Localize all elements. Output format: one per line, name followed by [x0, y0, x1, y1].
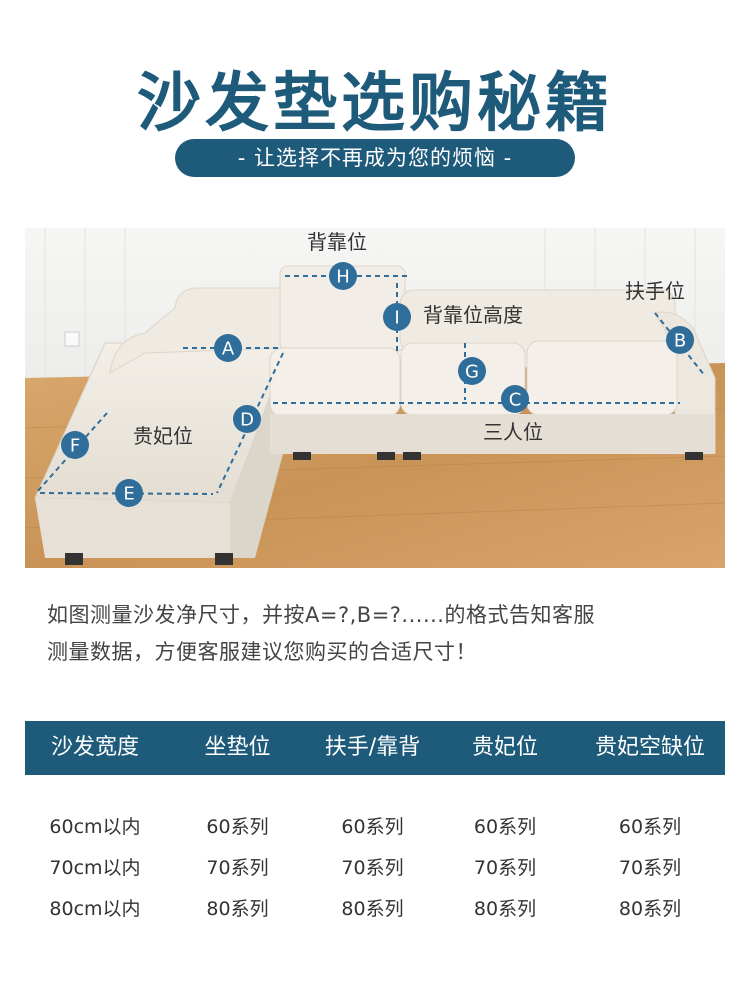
marker-h: H — [329, 262, 357, 290]
subtitle-banner: - 让选择不再成为您的烦恼 - — [175, 139, 575, 177]
table-cell: 60系列 — [473, 816, 537, 838]
chaise-leg — [65, 553, 83, 565]
sofa-leg-2 — [377, 452, 395, 460]
sofa-illustration: H I A B G C D F E 背靠位 扶手位 背靠位高度 贵妃位 三人位 — [25, 228, 725, 568]
table-cell: 80cm以内 — [49, 898, 141, 920]
seat-cushion-1 — [269, 347, 401, 417]
marker-g: G — [458, 357, 486, 385]
table-cell: 70系列 — [618, 857, 682, 879]
label-backrest: 背靠位 — [307, 230, 367, 254]
table-row: 80cm以内 80系列 80系列 80系列 80系列 — [25, 889, 725, 929]
svg-text:G: G — [465, 362, 479, 383]
marker-i: I — [383, 303, 411, 331]
table-row: 60cm以内 60系列 60系列 60系列 60系列 — [25, 807, 725, 847]
svg-text:E: E — [123, 484, 134, 505]
table-cell: 80系列 — [473, 898, 537, 920]
size-table-header: 沙发宽度 坐垫位 扶手/靠背 贵妃位 贵妃空缺位 — [25, 721, 725, 775]
sofa-leg-3 — [403, 452, 421, 460]
table-cell: 70系列 — [473, 857, 537, 879]
table-cell: 60系列 — [618, 816, 682, 838]
header-sofa-width: 沙发宽度 — [50, 735, 139, 760]
table-cell: 80系列 — [618, 898, 682, 920]
marker-d: D — [233, 405, 261, 433]
svg-text:I: I — [394, 308, 399, 329]
chaise-front — [35, 498, 230, 558]
wall-outlet — [64, 331, 80, 347]
marker-b: B — [666, 326, 694, 354]
svg-text:A: A — [222, 339, 235, 360]
chaise-arm — [109, 287, 288, 374]
svg-text:B: B — [674, 331, 686, 352]
page-title: 沙发垫选购秘籍 — [137, 67, 613, 141]
table-row: 70cm以内 70系列 70系列 70系列 70系列 — [25, 848, 725, 888]
marker-f: F — [61, 431, 89, 459]
instruction-line-1: 如图测量沙发净尺寸，并按A=?,B=?......的格式告知客服 — [47, 603, 595, 627]
svg-text:H: H — [336, 267, 350, 288]
table-cell: 70cm以内 — [49, 857, 141, 879]
svg-text:F: F — [70, 436, 80, 457]
header-chaise: 贵妃位 — [471, 735, 538, 760]
table-cell: 70系列 — [341, 857, 404, 879]
table-cell: 60系列 — [206, 816, 269, 838]
chaise-leg-2 — [215, 553, 233, 565]
label-chaise: 贵妃位 — [133, 424, 193, 448]
marker-c: C — [501, 385, 529, 413]
measurement-instructions: 如图测量沙发净尺寸，并按A=?,B=?......的格式告知客服 测量数据，方便… — [47, 597, 727, 671]
marker-a: A — [214, 334, 242, 362]
table-cell: 60系列 — [341, 816, 404, 838]
sofa-measurement-diagram: H I A B G C D F E 背靠位 扶手位 背靠位高度 贵妃位 三人位 — [25, 228, 725, 568]
marker-e: E — [115, 479, 143, 507]
table-cell: 80系列 — [341, 898, 404, 920]
svg-text:C: C — [509, 390, 522, 411]
header-chaise-gap: 贵妃空缺位 — [594, 735, 705, 760]
sofa-base — [270, 414, 715, 454]
header-seat: 坐垫位 — [204, 735, 271, 760]
instruction-line-2: 测量数据，方便客服建议您购买的合适尺寸！ — [47, 640, 477, 664]
table-cell: 60cm以内 — [49, 816, 141, 838]
table-cell: 80系列 — [206, 898, 269, 920]
label-armrest: 扶手位 — [625, 279, 685, 303]
label-three-seat: 三人位 — [483, 420, 543, 444]
table-cell: 70系列 — [206, 857, 269, 879]
svg-text:D: D — [240, 410, 254, 431]
label-backrest-height: 背靠位高度 — [423, 303, 523, 327]
sofa-leg-4 — [685, 452, 703, 460]
sofa-leg — [293, 452, 311, 460]
header-armrest-backrest: 扶手/靠背 — [324, 735, 421, 760]
